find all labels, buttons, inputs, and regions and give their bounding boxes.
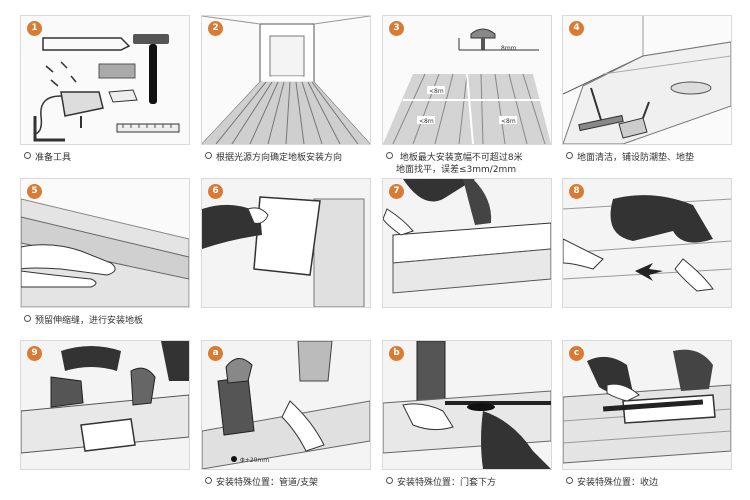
step-8-badge: 8 — [569, 184, 584, 199]
step-b-badge: b — [389, 346, 404, 361]
lm-label-1: <8m — [429, 88, 444, 95]
plank-click-illustration — [202, 179, 370, 307]
step-9-panel: 9 — [20, 340, 190, 470]
pipe-label: Φ+20mm — [240, 457, 269, 464]
step-3-caption-line2: 地面找平，误差≤3mm/2mm — [386, 164, 523, 176]
step-9-badge: 9 — [27, 346, 42, 361]
step-b-panel: b — [382, 340, 552, 470]
lm-label-2: <8m — [419, 118, 434, 125]
step-1-badge: 1 — [27, 21, 42, 36]
pipe-cut-illustration: Φ+20mm — [202, 341, 370, 469]
expansion-gap-illustration — [21, 179, 189, 307]
step-7-panel: 7 — [382, 178, 552, 308]
step-c-caption: 安装特殊位置：收边 — [566, 477, 658, 489]
step-2-badge: 2 — [208, 21, 223, 36]
plank-press-illustration — [563, 179, 731, 307]
step-b-caption: 安装特殊位置：门套下方 — [386, 477, 496, 489]
step-3-panel: 3 8mm <8m <8m <8m — [382, 15, 552, 145]
plank-row-illustration — [383, 179, 551, 307]
room-light-direction-illustration — [202, 16, 370, 144]
floor-width-illustration: 8mm <8m <8m <8m — [383, 16, 551, 144]
door-frame-illustration — [383, 341, 551, 469]
step-4-panel: 4 — [562, 15, 732, 145]
tools-illustration — [21, 16, 189, 144]
step-7-badge: 7 — [389, 184, 404, 199]
step-8-panel: 8 — [562, 178, 732, 308]
gap-label: 8mm — [501, 45, 517, 52]
edge-trim-illustration — [563, 341, 731, 469]
step-a-badge: a — [208, 346, 223, 361]
step-5-panel: 5 — [20, 178, 190, 308]
jigsaw-cut-illustration — [21, 341, 189, 469]
step-6-panel: 6 — [201, 178, 371, 308]
step-4-badge: 4 — [569, 21, 584, 36]
floor-cleaning-illustration — [563, 16, 731, 144]
step-1-panel: 1 — [20, 15, 190, 145]
row-2-caption: 预留伸缩缝，进行安装地板 — [24, 315, 143, 327]
step-3-badge: 3 — [389, 21, 404, 36]
step-5-badge: 5 — [27, 184, 42, 199]
step-3-caption-line1: 地板最大安装宽幅不可超过8米 — [400, 153, 523, 163]
step-c-badge: c — [569, 346, 584, 361]
step-a-panel: a Φ+20mm — [201, 340, 371, 470]
step-3-caption: 地板最大安装宽幅不可超过8米 地面找平，误差≤3mm/2mm — [386, 152, 523, 176]
step-4-caption: 地面清洁，铺设防潮垫、地垫 — [566, 152, 694, 164]
step-c-panel: c — [562, 340, 732, 470]
step-6-badge: 6 — [208, 184, 223, 199]
step-1-caption: 准备工具 — [24, 152, 71, 164]
lm-label-3: <8m — [501, 118, 516, 125]
step-a-caption: 安装特殊位置：管道/支架 — [205, 477, 318, 489]
step-2-caption: 根据光源方向确定地板安装方向 — [205, 152, 342, 164]
step-2-panel: 2 — [201, 15, 371, 145]
